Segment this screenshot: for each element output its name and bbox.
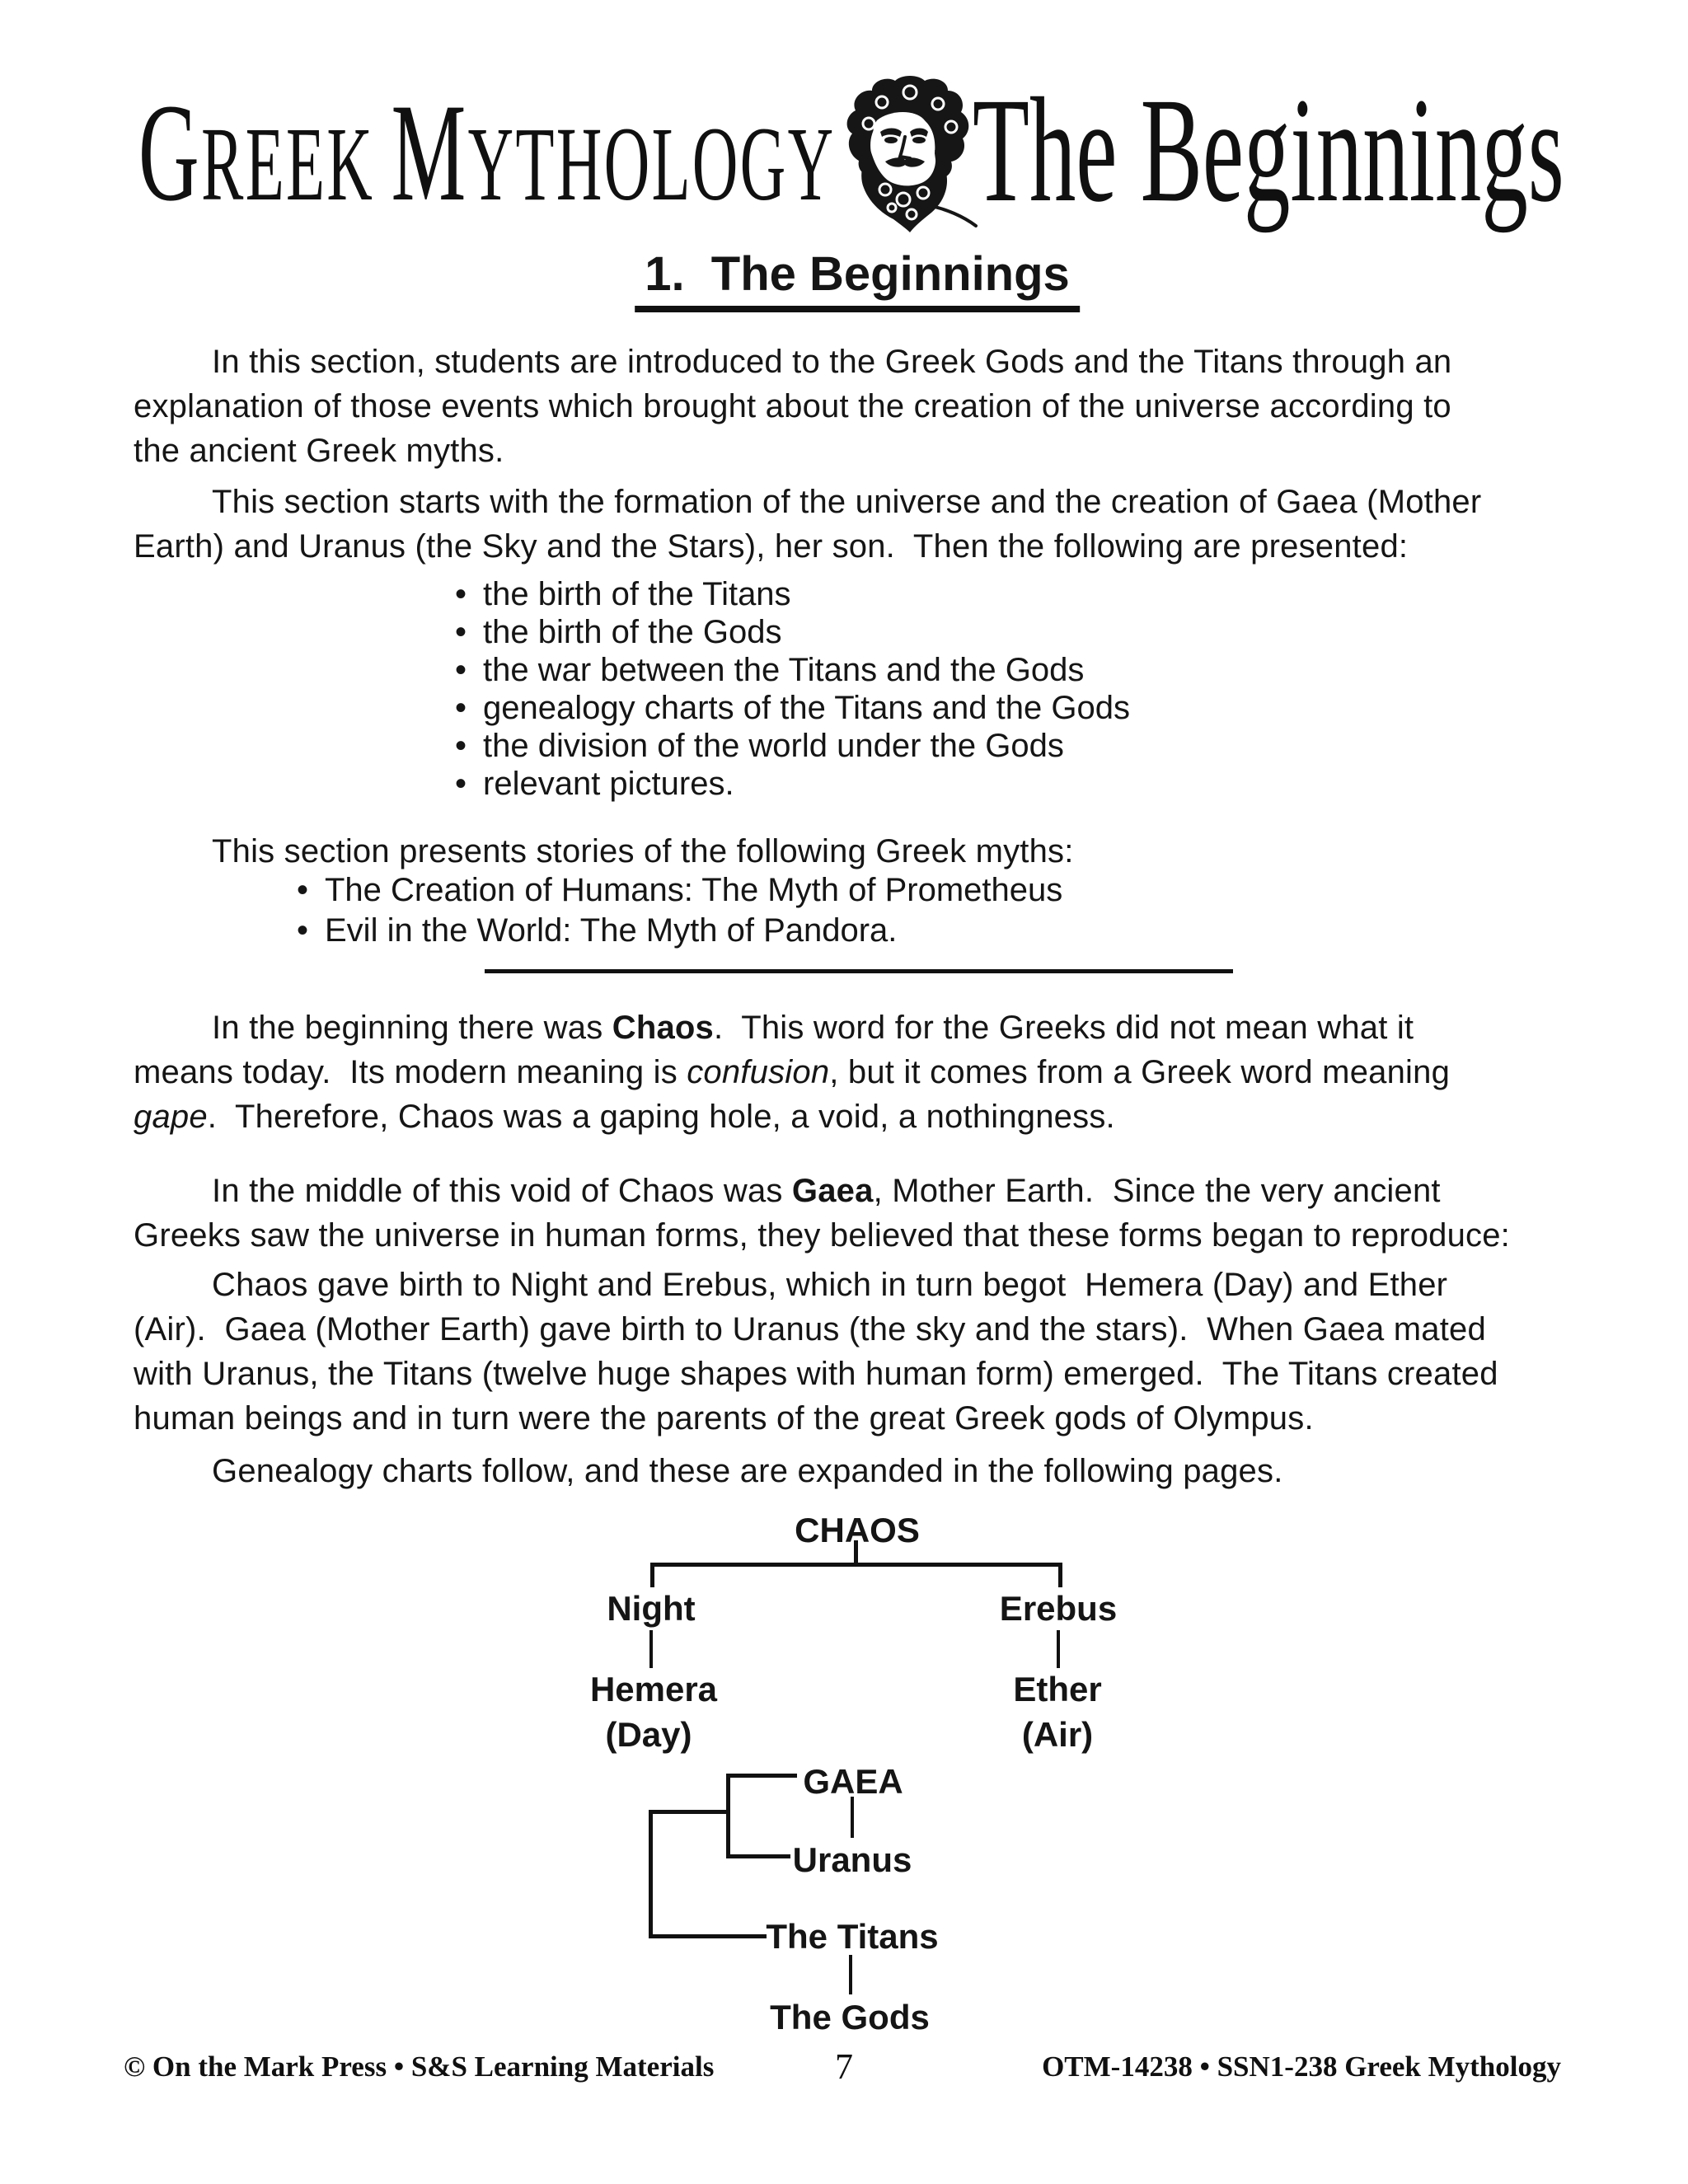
list-item: •genealogy charts of the Titans and the …	[455, 690, 1130, 726]
title-initial: G	[138, 75, 202, 230]
paragraph-birth: Chaos gave birth to Night and Erebus, wh…	[134, 1267, 1498, 1436]
bullet-icon: •	[297, 912, 309, 949]
chart-connector-line	[726, 1774, 797, 1778]
page-title-the-beginnings: The Beginnings	[973, 68, 1564, 233]
bullet-icon: •	[455, 766, 467, 802]
bullet-icon: •	[297, 872, 309, 908]
chart-node-uranus: Uranus	[792, 1840, 912, 1879]
chart-node-air: (Air)	[1021, 1715, 1094, 1754]
list-item: •the war between the Titans and the Gods	[455, 652, 1085, 688]
list-item: •the birth of the Gods	[455, 614, 782, 650]
chart-connector-line	[649, 1934, 767, 1938]
section-heading-wrap: 1. The Beginnings	[635, 248, 1080, 312]
paragraph-chaos: In the beginning there was Chaos. This w…	[134, 1010, 1451, 1135]
bullet-icon: •	[455, 652, 467, 688]
chart-connector-line	[650, 1563, 654, 1587]
chart-connector-line	[849, 1955, 852, 1994]
bullet-icon: •	[455, 614, 467, 650]
bullet-list-myths: •The Creation of Humans: The Myth of Pro…	[297, 870, 1062, 951]
chart-node-day: (Day)	[605, 1715, 692, 1754]
paragraph-gaea: In the middle of this void of Chaos was …	[134, 1173, 1510, 1254]
bullet-icon: •	[455, 576, 467, 612]
title-initial: M	[391, 75, 468, 230]
footer-publisher: © On the Mark Press • S&S Learning Mater…	[124, 2050, 715, 2083]
list-item: •the division of the world under the God…	[455, 728, 1064, 764]
list-item: •The Creation of Humans: The Myth of Pro…	[297, 870, 1062, 911]
footer-product-code: OTM-14238 • SSN1-238 Greek Mythology	[1042, 2050, 1561, 2083]
chart-connector-line	[649, 1810, 730, 1814]
zeus-head-icon	[846, 76, 978, 232]
paragraph-section-starts: This section starts with the formation o…	[134, 484, 1482, 565]
paragraph-presents: This section presents stories of the fol…	[212, 833, 1074, 869]
chart-connector-line	[649, 1810, 653, 1938]
chart-node-gods: The Gods	[770, 1998, 930, 2036]
bullet-icon: •	[455, 690, 467, 726]
paragraph-intro: In this section, students are introduced…	[134, 344, 1452, 469]
page-footer: © On the Mark Press • S&S Learning Mater…	[0, 2046, 1688, 2095]
list-item: •the birth of the Titans	[455, 576, 791, 612]
chart-connector-line	[1057, 1630, 1060, 1668]
chart-node-titans: The Titans	[766, 1917, 939, 1956]
chart-connector-line	[726, 1854, 790, 1858]
bullet-icon: •	[455, 728, 467, 764]
chart-connector-line	[650, 1563, 1062, 1567]
chart-connector-line	[1058, 1563, 1062, 1587]
footer-page-number: 7	[835, 2046, 853, 2087]
chart-node-ether: Ether	[1013, 1670, 1102, 1708]
paragraph-genealogy-note: Genealogy charts follow, and these are e…	[212, 1453, 1283, 1489]
chart-node-erebus: Erebus	[999, 1589, 1118, 1628]
chart-connector-line	[851, 1797, 854, 1838]
chart-connector-line	[726, 1774, 730, 1858]
horizontal-divider	[485, 969, 1233, 973]
chart-connector-line	[649, 1630, 653, 1668]
list-item: •Evil in the World: The Myth of Pandora.	[297, 911, 1062, 951]
chart-connector-line	[854, 1540, 858, 1564]
section-heading: 1. The Beginnings	[635, 248, 1080, 312]
chart-node-gaea: GAEA	[803, 1762, 903, 1801]
bullet-list-overview: •the birth of the Titans •the birth of t…	[455, 575, 1130, 803]
list-item: •relevant pictures.	[455, 766, 734, 802]
chart-node-hemera: Hemera	[589, 1670, 718, 1708]
chart-node-night: Night	[607, 1589, 696, 1628]
